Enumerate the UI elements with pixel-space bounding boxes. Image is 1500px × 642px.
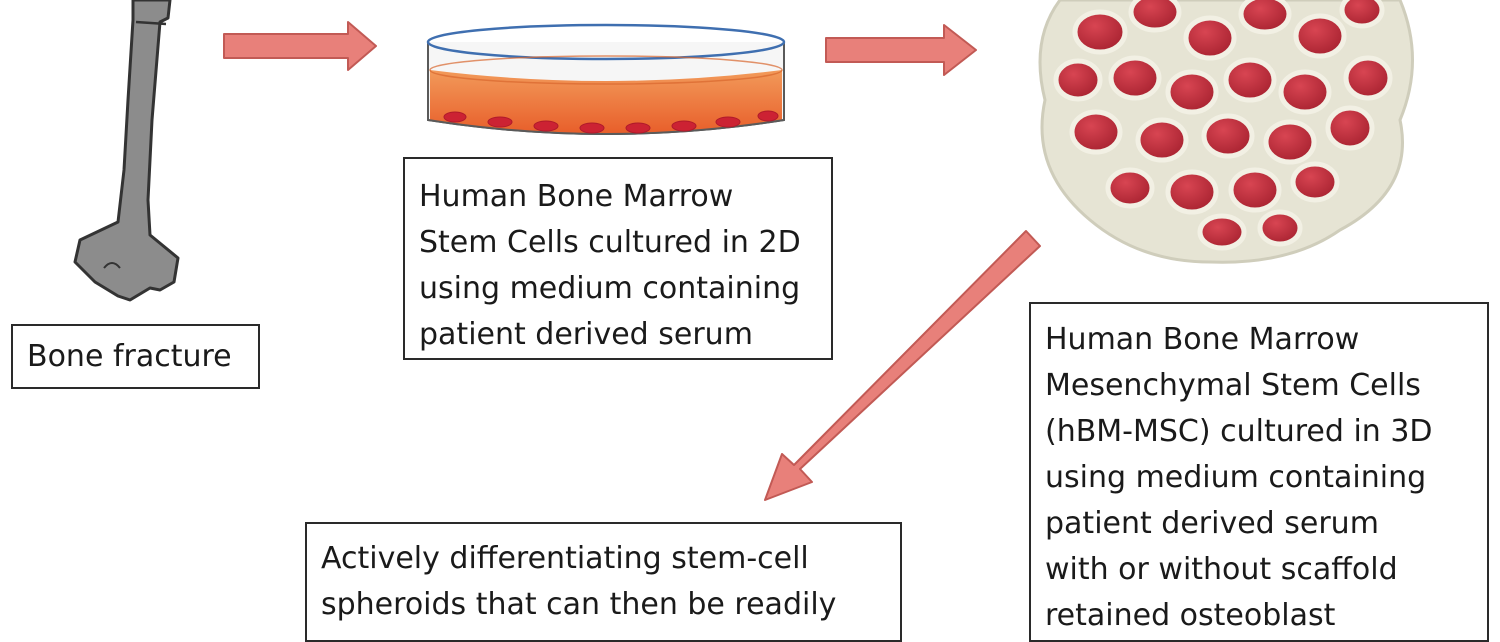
culture-2d-line: using medium containing bbox=[419, 271, 801, 306]
bone-fracture-label: Bone fracture bbox=[27, 339, 232, 374]
culture-2d-line: patient derived serum bbox=[419, 317, 753, 352]
culture-2d-line: Human Bone Marrow bbox=[419, 179, 734, 214]
spheroid-label-box: Actively differentiating stem-cell spher… bbox=[305, 522, 902, 642]
arrow-bone-to-dish bbox=[223, 21, 377, 71]
culture-2d-label-box: Human Bone Marrow Stem Cells cultured in… bbox=[403, 157, 833, 360]
culture-3d-label-box: Human Bone Marrow Mesenchymal Stem Cells… bbox=[1029, 302, 1489, 642]
culture-3d-line: (hBM-MSC) cultured in 3D bbox=[1045, 414, 1433, 449]
culture-3d-line: Mesenchymal Stem Cells bbox=[1045, 368, 1421, 403]
culture-3d-line: patient derived serum bbox=[1045, 506, 1379, 541]
spheroid-line: Actively differentiating stem-cell bbox=[321, 541, 809, 576]
culture-3d-line: Human Bone Marrow bbox=[1045, 322, 1360, 357]
culture-2d-line: Stem Cells cultured in 2D bbox=[419, 225, 801, 260]
petri-dish-illustration bbox=[426, 23, 786, 135]
bone-illustration bbox=[73, 0, 180, 302]
arrow-spheroid-to-differentiation bbox=[764, 230, 1041, 501]
bone-fracture-label-box: Bone fracture bbox=[11, 324, 260, 389]
arrow-dish-to-spheroid bbox=[825, 24, 977, 76]
spheroid-line: spheroids that can then be readily bbox=[321, 587, 837, 622]
spheroid-illustration bbox=[1038, 0, 1414, 264]
culture-3d-line: with or without scaffold bbox=[1045, 552, 1398, 587]
culture-3d-line: using medium containing bbox=[1045, 460, 1427, 495]
culture-3d-line: retained osteoblast bbox=[1045, 598, 1336, 633]
